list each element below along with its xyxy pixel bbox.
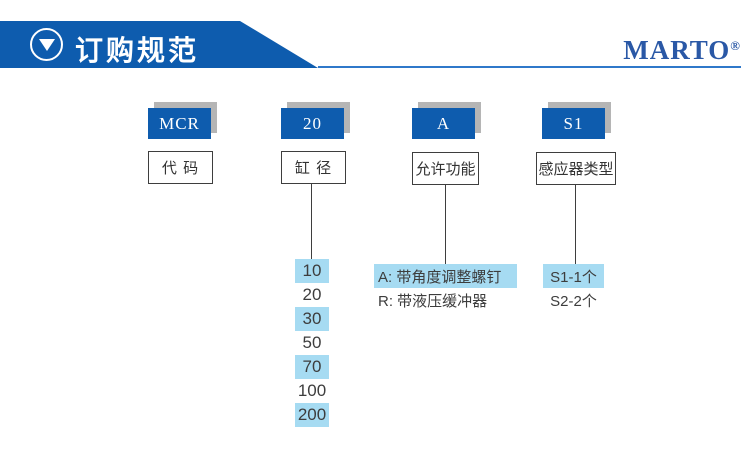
function-value: A — [436, 113, 451, 133]
sensor-label-box: 感应器类型 — [536, 152, 616, 185]
bore-option-text: 200 — [297, 405, 327, 424]
bore-label: 缸 径 — [294, 160, 333, 177]
bore-option: 10 — [295, 259, 329, 283]
bore-value: 20 — [303, 113, 322, 133]
triangle-down-icon — [38, 39, 55, 51]
function-option-text: A: 带角度调整螺钉 — [378, 268, 502, 286]
function-options-list: A: 带角度调整螺钉 R: 带液压缓冲器 — [374, 264, 517, 312]
bore-option-text: 70 — [302, 357, 322, 376]
bore-option: 50 — [295, 331, 329, 355]
bore-option: 20 — [295, 283, 329, 307]
bore-option-text: 50 — [302, 333, 322, 352]
sensor-option: S2-2个 — [543, 288, 604, 312]
section-bullet-icon — [30, 28, 63, 61]
brand-logo-text: MARTO — [623, 35, 731, 65]
function-value-box: A — [412, 108, 475, 139]
brand-logo: MARTO® — [623, 35, 741, 66]
code-label-box: 代 码 — [148, 151, 213, 184]
page-title: 订购规范 — [75, 35, 200, 66]
bore-connector-line — [311, 184, 312, 259]
registered-trademark-icon: ® — [730, 38, 741, 53]
sensor-label: 感应器类型 — [538, 161, 614, 178]
bore-value-box: 20 — [281, 108, 344, 139]
code-label: 代 码 — [161, 160, 200, 177]
bore-option-text: 20 — [302, 285, 322, 304]
sensor-option: S1-1个 — [543, 264, 604, 288]
sensor-value-box: S1 — [542, 108, 605, 139]
function-label: 允许功能 — [415, 161, 476, 178]
bore-option-text: 10 — [302, 261, 322, 280]
function-connector-line — [445, 185, 446, 264]
function-option-text: R: 带液压缓冲器 — [378, 292, 488, 310]
header-underline — [318, 66, 741, 68]
function-label-box: 允许功能 — [412, 152, 479, 185]
bore-option: 100 — [295, 379, 329, 403]
function-option: R: 带液压缓冲器 — [374, 288, 517, 312]
code-value-box: MCR — [148, 108, 211, 139]
sensor-value: S1 — [563, 113, 584, 133]
bore-option: 30 — [295, 307, 329, 331]
bore-option-text: 30 — [302, 309, 322, 328]
sensor-option-text: S1-1个 — [550, 268, 597, 286]
sensor-connector-line — [575, 185, 576, 264]
bore-label-box: 缸 径 — [281, 151, 346, 184]
bore-option-text: 100 — [297, 381, 327, 400]
bore-option: 70 — [295, 355, 329, 379]
function-option: A: 带角度调整螺钉 — [374, 264, 517, 288]
sensor-option-text: S2-2个 — [550, 292, 597, 310]
bore-option: 200 — [295, 403, 329, 427]
sensor-options-list: S1-1个 S2-2个 — [543, 264, 604, 312]
bore-options-list: 10 20 30 50 70 100 200 — [295, 259, 329, 427]
code-value: MCR — [159, 113, 200, 133]
